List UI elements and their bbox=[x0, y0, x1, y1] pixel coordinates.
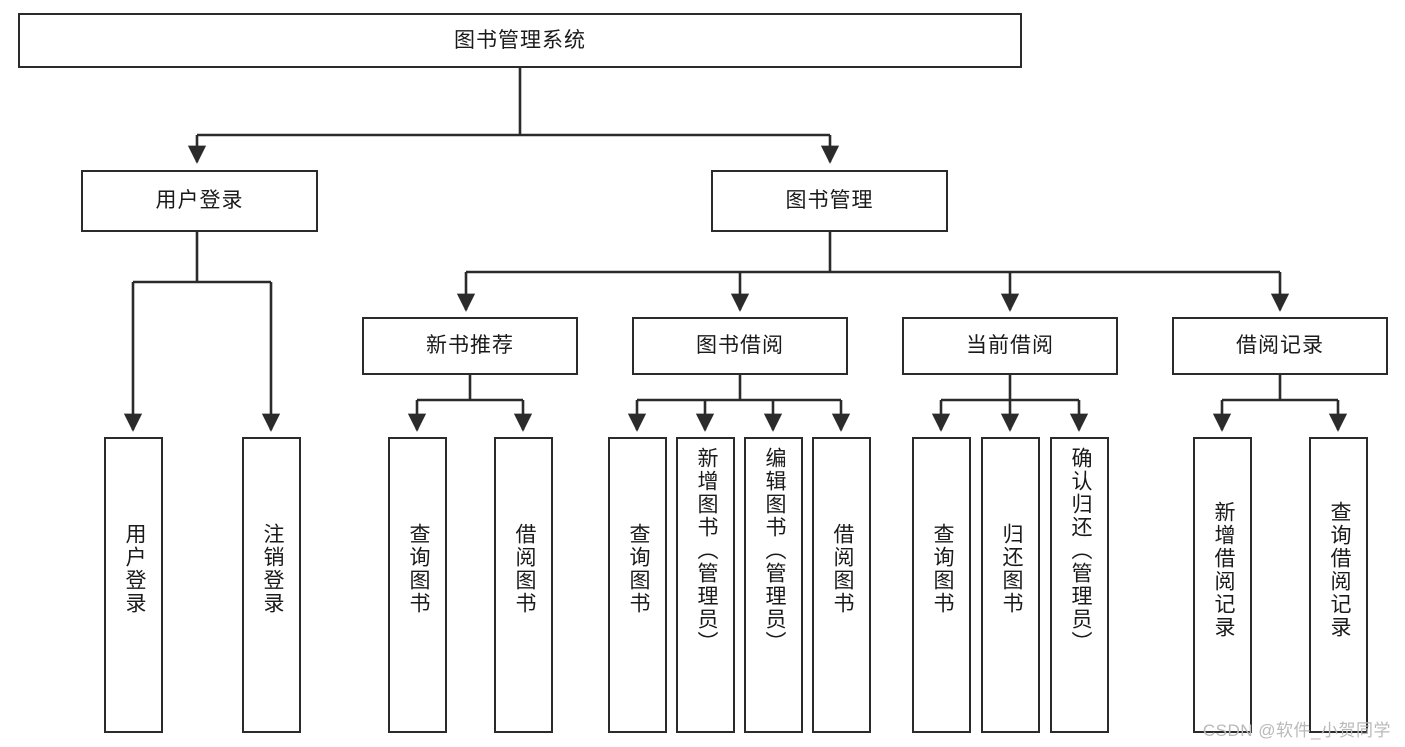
node-leaf-query-record-label: 查询借阅记录 bbox=[1327, 501, 1351, 639]
node-new-book-recommend[interactable]: 新书推荐 bbox=[362, 317, 578, 375]
node-leaf-add-record[interactable]: 新增借阅记录 bbox=[1193, 437, 1252, 733]
node-root[interactable]: 图书管理系统 bbox=[18, 13, 1022, 68]
node-book-manage-label: 图书管理 bbox=[785, 189, 874, 213]
node-leaf-add-record-label: 新增借阅记录 bbox=[1211, 501, 1235, 639]
node-leaf-query-record[interactable]: 查询借阅记录 bbox=[1309, 437, 1368, 733]
node-current-borrow-label: 当前借阅 bbox=[966, 334, 1054, 358]
node-leaf-return-book-label: 归还图书 bbox=[999, 523, 1023, 615]
node-leaf-confirm-return[interactable]: 确认归还（管理员） bbox=[1050, 437, 1109, 733]
node-book-borrow-label: 图书借阅 bbox=[696, 334, 784, 358]
node-leaf-borrow-book-1-label: 借阅图书 bbox=[512, 523, 536, 615]
node-leaf-query-book-1[interactable]: 查询图书 bbox=[388, 437, 447, 733]
node-book-borrow[interactable]: 图书借阅 bbox=[632, 317, 848, 375]
node-user-login[interactable]: 用户登录 bbox=[81, 170, 318, 232]
node-leaf-return-book[interactable]: 归还图书 bbox=[981, 437, 1040, 733]
node-leaf-query-book-3[interactable]: 查询图书 bbox=[912, 437, 971, 733]
node-leaf-user-login[interactable]: 用户登录 bbox=[104, 437, 163, 733]
node-leaf-edit-book-label: 编辑图书（管理员） bbox=[762, 447, 786, 654]
node-book-manage[interactable]: 图书管理 bbox=[711, 170, 948, 232]
node-leaf-query-book-2-label: 查询图书 bbox=[626, 523, 650, 615]
node-leaf-user-logout[interactable]: 注销登录 bbox=[242, 437, 301, 733]
node-leaf-confirm-return-label: 确认归还（管理员） bbox=[1068, 447, 1092, 654]
node-borrow-record-label: 借阅记录 bbox=[1236, 334, 1324, 358]
node-leaf-add-book[interactable]: 新增图书（管理员） bbox=[676, 437, 735, 733]
node-leaf-query-book-1-label: 查询图书 bbox=[406, 523, 430, 615]
node-leaf-edit-book[interactable]: 编辑图书（管理员） bbox=[744, 437, 803, 733]
node-current-borrow[interactable]: 当前借阅 bbox=[902, 317, 1118, 375]
node-leaf-query-book-2[interactable]: 查询图书 bbox=[608, 437, 667, 733]
node-leaf-user-logout-label: 注销登录 bbox=[260, 523, 284, 615]
node-borrow-record[interactable]: 借阅记录 bbox=[1172, 317, 1388, 375]
node-leaf-query-book-3-label: 查询图书 bbox=[930, 523, 954, 615]
node-new-book-recommend-label: 新书推荐 bbox=[426, 334, 514, 358]
node-leaf-borrow-book-1[interactable]: 借阅图书 bbox=[494, 437, 553, 733]
node-leaf-borrow-book-2-label: 借阅图书 bbox=[830, 523, 854, 615]
node-leaf-add-book-label: 新增图书（管理员） bbox=[694, 447, 718, 654]
node-root-label: 图书管理系统 bbox=[454, 28, 586, 52]
node-leaf-user-login-label: 用户登录 bbox=[122, 523, 146, 615]
node-user-login-label: 用户登录 bbox=[155, 189, 244, 213]
node-leaf-borrow-book-2[interactable]: 借阅图书 bbox=[812, 437, 871, 733]
